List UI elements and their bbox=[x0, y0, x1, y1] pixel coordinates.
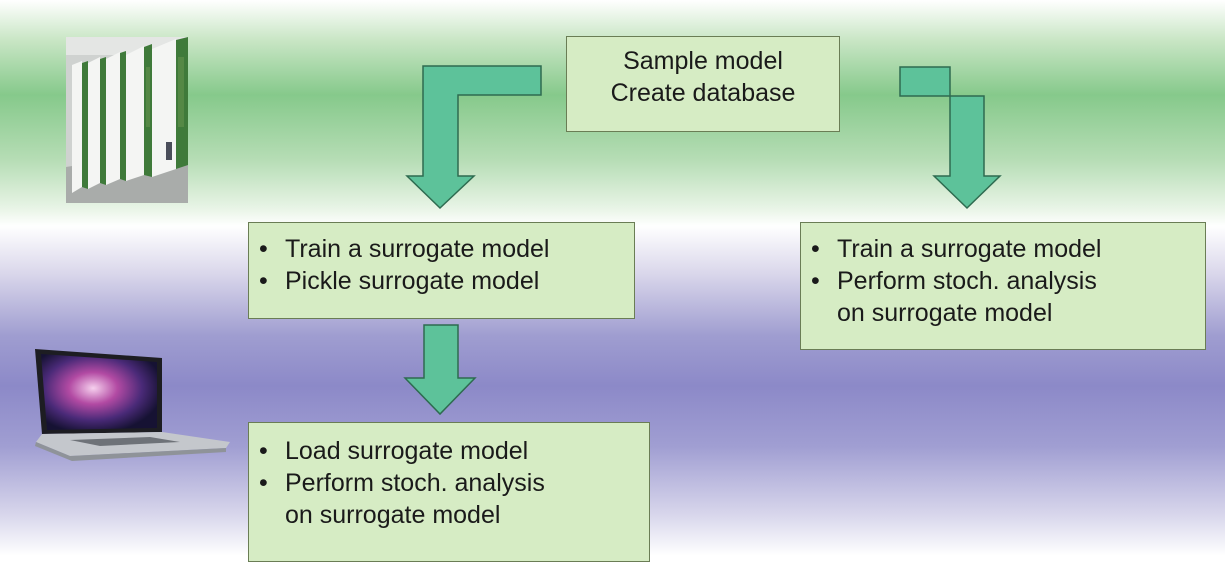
load-analysis-box: Load surrogate model Perform stoch. anal… bbox=[248, 422, 650, 562]
sample-model-box: Sample model Create database bbox=[566, 36, 840, 132]
arrow-left-to-bottom bbox=[403, 324, 477, 416]
top-box-line2: Create database bbox=[610, 79, 796, 107]
supercomputer-photo bbox=[66, 37, 188, 203]
laptop-photo bbox=[35, 349, 230, 461]
right-box-item-1: Train a surrogate model bbox=[801, 233, 1205, 265]
bottom-box-item-1: Load surrogate model bbox=[249, 435, 649, 467]
bottom-box-item-2: Perform stoch. analysis bbox=[249, 467, 649, 499]
arrow-top-to-left bbox=[405, 65, 542, 210]
left-box-item-1: Train a surrogate model bbox=[249, 233, 634, 265]
right-box-item-2: Perform stoch. analysis bbox=[801, 265, 1205, 297]
right-box-continuation: on surrogate model bbox=[837, 299, 1053, 327]
train-analysis-box: Train a surrogate model Perform stoch. a… bbox=[800, 222, 1206, 350]
arrow-top-to-right bbox=[899, 66, 1002, 210]
top-box-line1: Sample model bbox=[623, 47, 783, 75]
train-pickle-box: Train a surrogate model Pickle surrogate… bbox=[248, 222, 635, 319]
left-box-item-2: Pickle surrogate model bbox=[249, 265, 634, 297]
bottom-box-continuation: on surrogate model bbox=[285, 501, 501, 529]
